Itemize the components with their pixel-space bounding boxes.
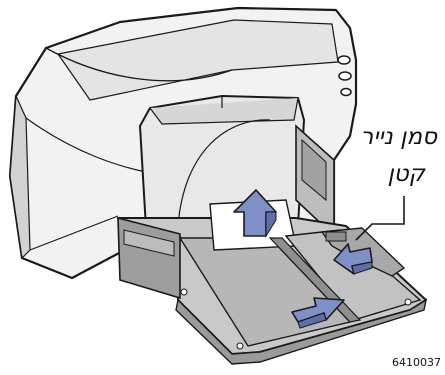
printer-button-icon (339, 72, 351, 80)
printer-button-icon (341, 89, 351, 96)
callout-leader-line (356, 196, 404, 240)
callout-label-line-1: סמן נייר (360, 126, 437, 149)
figure-id: 6410037 (392, 356, 441, 369)
printer-button-icon (338, 56, 350, 64)
callout-label-line-2: קטן (388, 163, 426, 186)
